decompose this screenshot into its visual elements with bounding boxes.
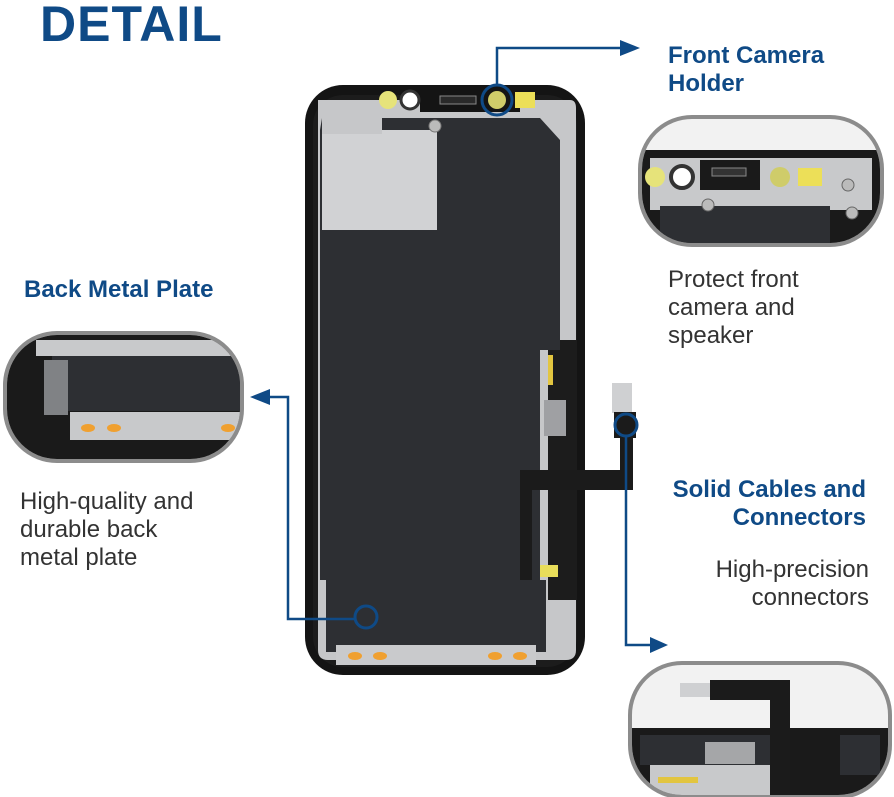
page-title: DETAIL [40, 0, 223, 52]
plate-zoom-bubble [3, 331, 244, 463]
front-camera-description: Protect front camera and speaker [668, 266, 799, 350]
cables-heading-line1: Solid Cables and [672, 476, 866, 503]
camera-zoom-bubble [638, 115, 884, 247]
back-plate-heading: Back Metal Plate [24, 276, 214, 303]
back-plate-desc-line1: High-quality and [20, 488, 194, 515]
back-plate-description: High-quality and durable back metal plat… [20, 488, 193, 572]
front-camera-desc-line3: speaker [668, 322, 754, 349]
front-camera-heading-line2: Holder [668, 70, 745, 97]
plate-callout-circle [353, 604, 379, 630]
cables-description: High-precision connectors [640, 556, 869, 612]
back-plate-desc-line3: metal plate [20, 544, 138, 571]
cables-desc-line1: High-precision [715, 556, 869, 583]
cables-heading: Solid Cables and Connectors [630, 476, 866, 532]
front-camera-desc-line2: camera and [668, 294, 795, 321]
cables-desc-line2: connectors [751, 584, 869, 611]
phone-display-assembly [305, 85, 636, 675]
back-plate-desc-line2: durable back [20, 516, 158, 543]
front-camera-heading: Front Camera Holder [668, 42, 824, 98]
front-camera-desc-line1: Protect front [668, 266, 799, 293]
cable-zoom-bubble [628, 661, 892, 797]
front-camera-heading-line1: Front Camera [668, 42, 825, 69]
cables-heading-line2: Connectors [732, 504, 866, 531]
